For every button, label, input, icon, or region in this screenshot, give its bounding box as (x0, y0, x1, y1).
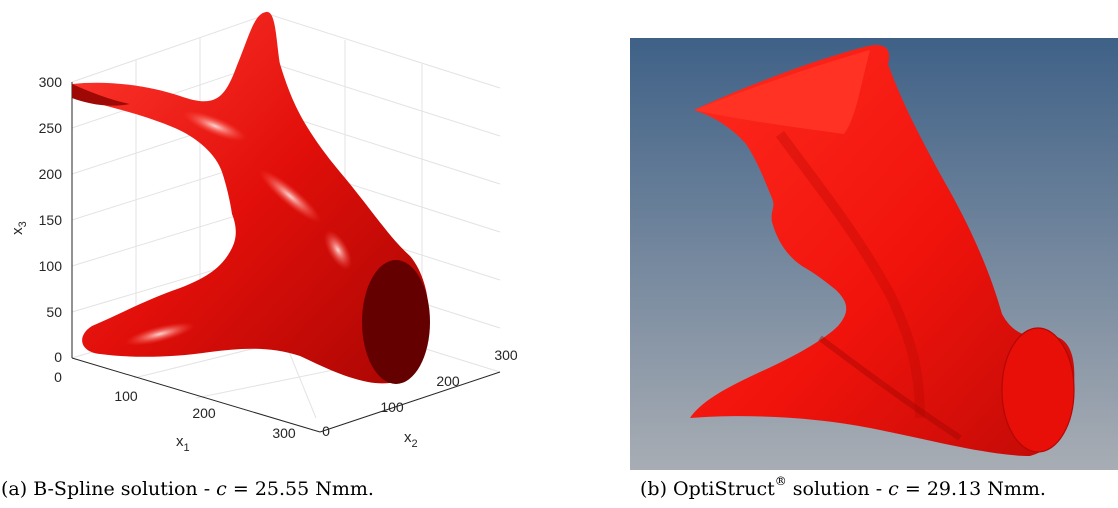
svg-text:300: 300 (494, 347, 518, 363)
svg-text:200: 200 (39, 166, 63, 182)
z-axis-ticks: 300 250 200 150 100 50 0 (39, 74, 63, 365)
optistruct-shape (690, 44, 1075, 456)
figure-b-optistruct (630, 38, 1118, 470)
caption-b: (b) OptiStruct® solution - c = 29.13 Nmm… (640, 474, 1046, 500)
svg-text:300: 300 (39, 74, 63, 90)
figure-b-render (630, 38, 1118, 470)
x2-axis-label: x2 (404, 429, 418, 450)
svg-text:100: 100 (114, 388, 138, 404)
svg-text:0: 0 (54, 349, 62, 365)
x2-axis-ticks: 0 100 200 300 (322, 347, 518, 439)
x1-axis-label: x1 (176, 433, 190, 454)
svg-text:200: 200 (436, 373, 460, 389)
svg-text:300: 300 (272, 425, 296, 441)
svg-text:100: 100 (380, 399, 404, 415)
caption-a: (a) B-Spline solution - c = 25.55 Nmm. (1, 478, 374, 500)
svg-text:150: 150 (39, 212, 63, 228)
svg-text:0: 0 (54, 369, 62, 385)
svg-text:200: 200 (192, 405, 216, 421)
axes (71, 82, 501, 433)
svg-text:50: 50 (46, 304, 62, 320)
figure-a-plot: 300 250 200 150 100 50 0 0 100 200 300 0… (9, 11, 518, 454)
figure-a-bspline: 300 250 200 150 100 50 0 0 100 200 300 0… (0, 0, 560, 460)
bspline-shape (72, 11, 430, 384)
svg-text:250: 250 (39, 120, 63, 136)
svg-text:0: 0 (322, 423, 330, 439)
x1-axis-ticks: 0 100 200 300 (54, 369, 296, 441)
x3-axis-label: x3 (9, 221, 29, 235)
svg-text:100: 100 (39, 258, 63, 274)
